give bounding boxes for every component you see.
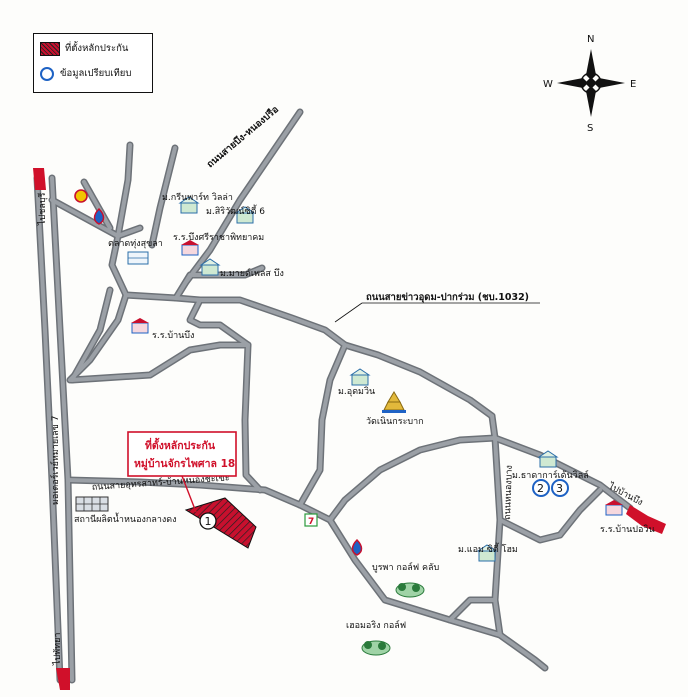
site-marker-number: 1	[205, 515, 212, 528]
place-udom-village: ม.อุดมวิน	[338, 386, 375, 397]
compass-e: E	[630, 79, 636, 90]
village-icon-siri	[234, 206, 256, 224]
arrow-south-left-icon	[56, 668, 70, 690]
school-icon-bueng	[181, 240, 199, 256]
village-icon-banban	[476, 544, 498, 562]
legend-row-comparable: ข้อมูลเปรียบเทียบ	[40, 66, 131, 81]
compass-w: W	[543, 79, 553, 90]
school-icon-banbueng	[131, 318, 149, 334]
comparable-marker-3-number: 3	[556, 482, 563, 495]
compass-n: N	[587, 34, 594, 45]
comparable-marker-2[interactable]	[532, 479, 550, 497]
market-icon	[127, 251, 149, 265]
road-label-north-left: ไปชลบุรี	[37, 192, 48, 226]
village-icon-maxx	[199, 258, 221, 276]
svg-text:7: 7	[308, 517, 314, 527]
site-marker-circle[interactable]	[199, 512, 217, 530]
place-tharathara: ม.ธาดาการ์เด้นวิลล์	[512, 469, 589, 481]
comparable-marker-2-number: 2	[537, 482, 544, 495]
place-school-bueng: ร.ร.บึงศรีราชาพิทยาคม	[173, 232, 264, 243]
village-icon-krin	[178, 196, 200, 214]
place-krin-villa: ม.กรีนพาร์ท วิลล่า	[162, 191, 233, 203]
golf-icon-burapha	[395, 582, 425, 598]
comparable-circle-icon	[40, 66, 54, 81]
village-icon-udom	[349, 368, 371, 386]
legend-site-label: ที่ตั้งหลักประกัน	[65, 43, 129, 54]
place-school-banpo: ร.ร.บ้านปอวิน	[600, 524, 655, 535]
school-icon-banpo	[605, 500, 623, 516]
site-callout-box	[127, 431, 237, 477]
legend-comparable-label: ข้อมูลเปรียบเทียบ	[60, 68, 132, 79]
seven-eleven-icon: 7	[304, 513, 318, 527]
ptt-station-icon	[93, 207, 105, 225]
temple-icon	[382, 391, 406, 413]
site-callout-leader	[181, 475, 197, 513]
site-callout-line2: หมู่บ้านจักรไพศาล 18	[134, 457, 235, 471]
arrow-north-left-icon	[33, 168, 46, 190]
golf-icon-eastern	[361, 640, 391, 656]
place-wat: วัดเนินกระบาก	[366, 416, 424, 427]
place-eastern-golf: เฮอมอริง กอล์ฟ	[346, 619, 406, 631]
shell-station-icon	[74, 189, 88, 203]
waterworks-icon	[75, 496, 109, 512]
road-south-2	[446, 596, 499, 624]
road-label-chb1032: ถนนสายข่าวอุดม-ปากร่วม (ชบ.1032)	[366, 291, 529, 303]
place-siri-city6: ม.สิริวัฒน์ซิตี้ 6	[206, 204, 265, 217]
place-market: ตลาดทุ่งสุขลา	[108, 239, 163, 249]
site-callout-line1: ที่ตั้งหลักประกัน	[145, 437, 216, 452]
place-waterworks: สถานีผลิตน้ำหนองกลางดง	[74, 512, 177, 525]
place-school-banbueng: ร.ร.บ้านบึง	[152, 330, 194, 341]
road-label-leader	[334, 302, 363, 323]
village-icon-tharathara	[537, 450, 559, 468]
road-mid-6	[326, 434, 499, 524]
legend-box: ที่ตั้งหลักประกัน ข้อมูลเปรียบเทียบ	[33, 33, 153, 93]
place-maxx-plus: ม.มายด์เพลส บึง	[220, 267, 284, 279]
road-network-fill	[35, 110, 632, 682]
comparable-marker-3[interactable]	[551, 479, 569, 497]
road-label-south-left: ไปพัทยา	[52, 633, 63, 666]
collateral-site-parcel[interactable]	[184, 497, 257, 549]
place-burapha-golf: บูรพา กอล์ฟ คลับ	[372, 561, 440, 573]
ptt-station-icon-2	[351, 538, 363, 556]
site-swatch-icon	[40, 41, 60, 56]
arrow-east-icon	[626, 505, 666, 534]
road-label-route7: มอเตอร์เวย์หมายเลข 7	[49, 416, 61, 505]
compass-s: S	[587, 123, 593, 134]
compass-rose-icon	[557, 49, 625, 117]
road-label-middle-vertical: ถนนหนองบาง	[503, 465, 515, 520]
place-banban: ม.แอม ซิตี้ โฮม	[458, 542, 518, 555]
legend-row-site: ที่ตั้งหลักประกัน	[40, 41, 128, 56]
